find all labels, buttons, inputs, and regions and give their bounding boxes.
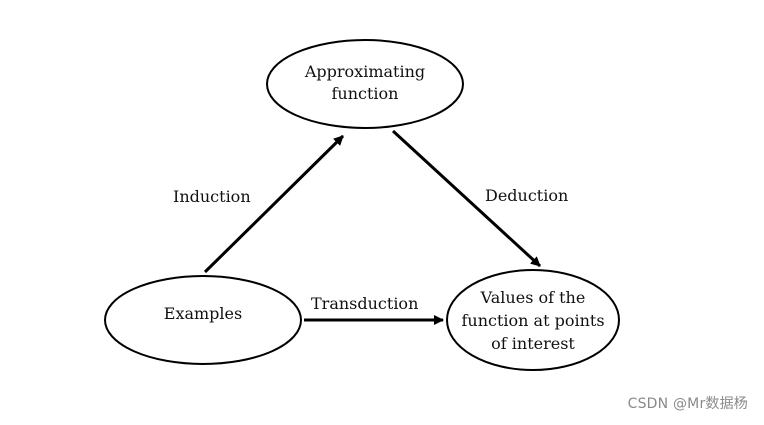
edge-induction-arrow [203,134,345,274]
node-examples: Examples [104,275,302,365]
node-values-of-function-ellipse [446,269,620,371]
edge-transduction-label: Transduction [311,294,418,313]
edge-induction: Induction [173,134,345,274]
node-values-of-function-line-1: Values of the [480,288,586,307]
node-examples-label: Examples [164,304,242,323]
node-values-of-function-line-3: of interest [491,334,575,353]
watermark-text: CSDN @Mr数据杨 [627,396,748,412]
node-examples-ellipse [104,275,302,365]
edge-induction-label: Induction [173,187,251,206]
node-approximating-function-line-2: function [332,84,399,103]
node-approximating-function-line-1: Approximating [304,62,425,81]
edge-deduction-label: Deduction [485,186,568,205]
node-values-of-function: Values of the function at points of inte… [446,269,620,371]
node-approximating-function: Approximating function [266,39,464,129]
edge-deduction: Deduction [391,129,568,268]
edge-transduction: Transduction [304,294,444,325]
node-values-of-function-line-2: function at points [461,311,604,330]
edge-deduction-arrow [391,129,542,268]
node-approximating-function-ellipse [266,39,464,129]
